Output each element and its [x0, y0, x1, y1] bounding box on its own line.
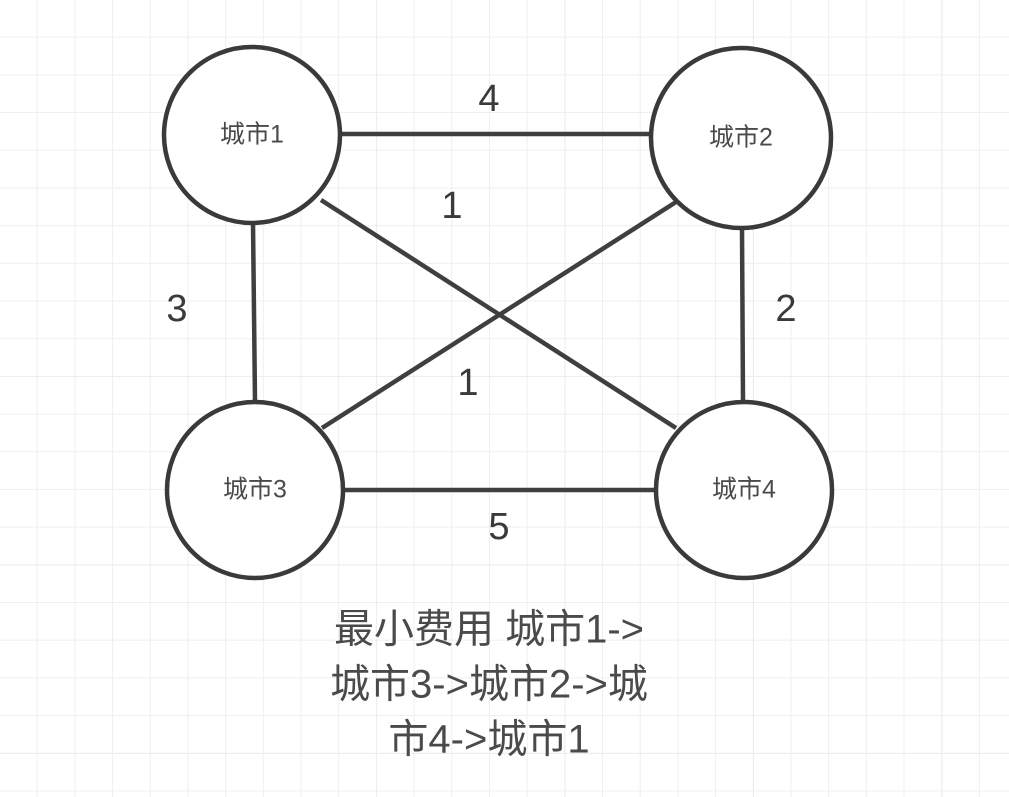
nodes-group: 城市1 城市2 城市3 城市4: [161, 44, 835, 581]
caption-line-1: 最小费用 城市1->: [334, 608, 644, 652]
node-city2-label: 城市2: [709, 124, 773, 152]
node-city3-label: 城市3: [223, 476, 287, 504]
edge-label-city2-city3: 1: [457, 362, 478, 404]
node-city3[interactable]: 城市3: [164, 399, 346, 581]
node-city3-circle[interactable]: [164, 399, 346, 581]
node-city2-circle[interactable]: [648, 45, 834, 231]
node-city2[interactable]: 城市2: [648, 45, 834, 231]
caption-line-3: 市4->城市1: [388, 718, 589, 762]
node-city1-circle[interactable]: [161, 44, 343, 226]
edge-city2-city4: [739, 227, 746, 403]
node-city4[interactable]: 城市4: [653, 399, 835, 581]
node-city1[interactable]: 城市1: [161, 44, 343, 226]
edge-label-city2-city4: 2: [775, 288, 796, 330]
caption-line-2: 城市3->城市2->城: [330, 663, 648, 707]
node-city1-label: 城市1: [220, 121, 284, 149]
edge-city1-city3: [250, 222, 258, 403]
edges-group: [250, 131, 746, 493]
edge-label-city1-city3: 3: [166, 288, 187, 330]
edge-label-city3-city4: 5: [488, 506, 509, 548]
node-city4-label: 城市4: [712, 476, 776, 504]
edge-label-city1-city4: 1: [441, 185, 462, 227]
caption-group: 最小费用 城市1-> 城市3->城市2->城 市4->城市1: [330, 608, 648, 762]
edge-city2-city3: [320, 200, 678, 430]
edge-label-city1-city2: 4: [478, 78, 499, 120]
edge-labels-group: 4 3 1 1 2 5: [166, 78, 796, 548]
node-city4-circle[interactable]: [653, 399, 835, 581]
